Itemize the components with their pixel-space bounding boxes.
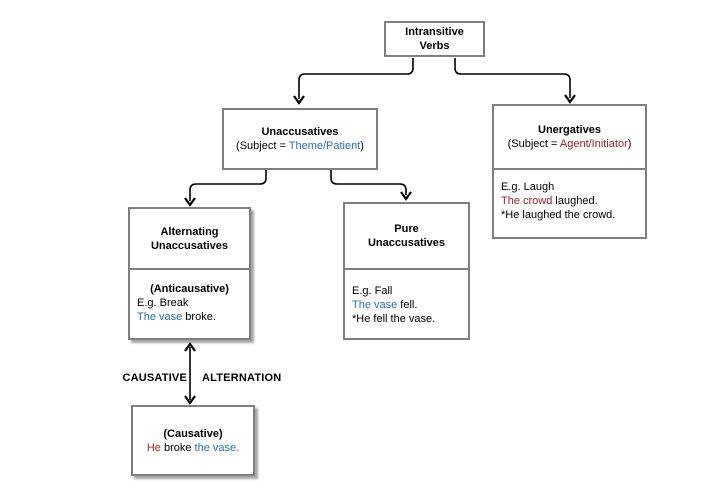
subject-role-theme-patient: Theme/Patient — [288, 140, 361, 152]
label-causative: CAUSATIVE — [122, 372, 187, 384]
example-rest: broke. — [182, 311, 216, 323]
node-title: Unaccusatives — [261, 126, 339, 138]
example-sentence: The vase fell. — [352, 298, 461, 312]
example-subject: The vase — [352, 299, 398, 311]
edge-unaccusatives-to-pure — [330, 170, 407, 195]
example-sentence: The vase broke. — [137, 310, 242, 324]
arrowhead-down-icon — [400, 191, 412, 201]
pure-header: Pure Unaccusatives — [345, 204, 468, 270]
node-title: Unaccusatives — [367, 237, 446, 249]
subtype-label: (Causative) — [163, 427, 223, 440]
edge-root-to-unergatives — [454, 58, 571, 98]
example-subject: The crowd — [501, 195, 553, 207]
node-title: Pure — [394, 223, 419, 235]
subject-suffix: ) — [360, 140, 364, 152]
label-alternation: ALTERNATION — [202, 372, 282, 384]
node-subtitle: (Subject = Agent/Initiator) — [508, 137, 632, 151]
node-causative: (Causative) He broke the vase. — [131, 405, 255, 476]
arrowhead-down-icon — [293, 95, 305, 105]
example-rest: fell. — [397, 299, 418, 311]
unergatives-examples: E.g. Laugh The crowd laughed. *He laughe… — [494, 170, 645, 222]
node-title: Intransitive — [405, 26, 464, 38]
node-unaccusatives: Unaccusatives (Subject = Theme/Patient) — [222, 108, 378, 170]
arrowhead-down-icon — [184, 395, 196, 405]
subject-prefix: (Subject = — [507, 138, 560, 150]
subtype-label: (Anticausative) — [150, 283, 229, 295]
arrowhead-down-icon — [564, 94, 576, 104]
node-alternating-unaccusatives: Alternating Unaccusatives (Anticausative… — [128, 207, 251, 340]
subject-suffix: ) — [627, 138, 632, 150]
arrowhead-up-icon — [184, 342, 196, 352]
example-subject: He — [146, 441, 161, 454]
node-pure-unaccusatives: Pure Unaccusatives E.g. Fall The vase fe… — [343, 202, 470, 340]
example-label: E.g. Fall — [352, 285, 393, 297]
alternating-header: Alternating Unaccusatives — [130, 209, 249, 270]
example-object: the vase. — [194, 441, 240, 454]
example-label: E.g. Laugh — [501, 181, 555, 193]
example-sentence: He broke the vase. — [147, 441, 239, 455]
node-title: Verbs — [419, 40, 450, 52]
alternating-examples: (Anticausative) E.g. Break The vase brok… — [130, 270, 249, 324]
ungrammatical-example: *He laughed the crowd. — [501, 209, 616, 221]
subject-role-agent-initiator: Agent/Initiator — [559, 138, 628, 150]
example-verb: broke — [160, 441, 195, 454]
node-unergatives: Unergatives (Subject = Agent/Initiator) … — [492, 104, 647, 239]
edge-unaccusatives-to-alternating — [189, 170, 267, 201]
node-title: Unergatives — [538, 124, 601, 136]
node-title: Alternating — [160, 225, 219, 238]
pure-examples: E.g. Fall The vase fell. *He fell the va… — [345, 270, 468, 326]
node-title: Unaccusatives — [150, 239, 229, 252]
example-subject: The vase — [137, 311, 183, 323]
subject-prefix: (Subject = — [236, 140, 289, 152]
node-subtitle: (Subject = Theme/Patient) — [236, 139, 364, 153]
unergatives-header: Unergatives (Subject = Agent/Initiator) — [494, 106, 645, 170]
example-rest: laughed. — [552, 195, 598, 207]
edge-root-to-unaccusatives — [298, 58, 414, 99]
arrowhead-down-icon — [184, 197, 196, 207]
example-label: E.g. Break — [137, 297, 189, 309]
ungrammatical-example: *He fell the vase. — [352, 313, 436, 325]
node-intransitive-verbs: Intransitive Verbs — [384, 21, 485, 57]
example-sentence: The crowd laughed. — [501, 194, 638, 208]
